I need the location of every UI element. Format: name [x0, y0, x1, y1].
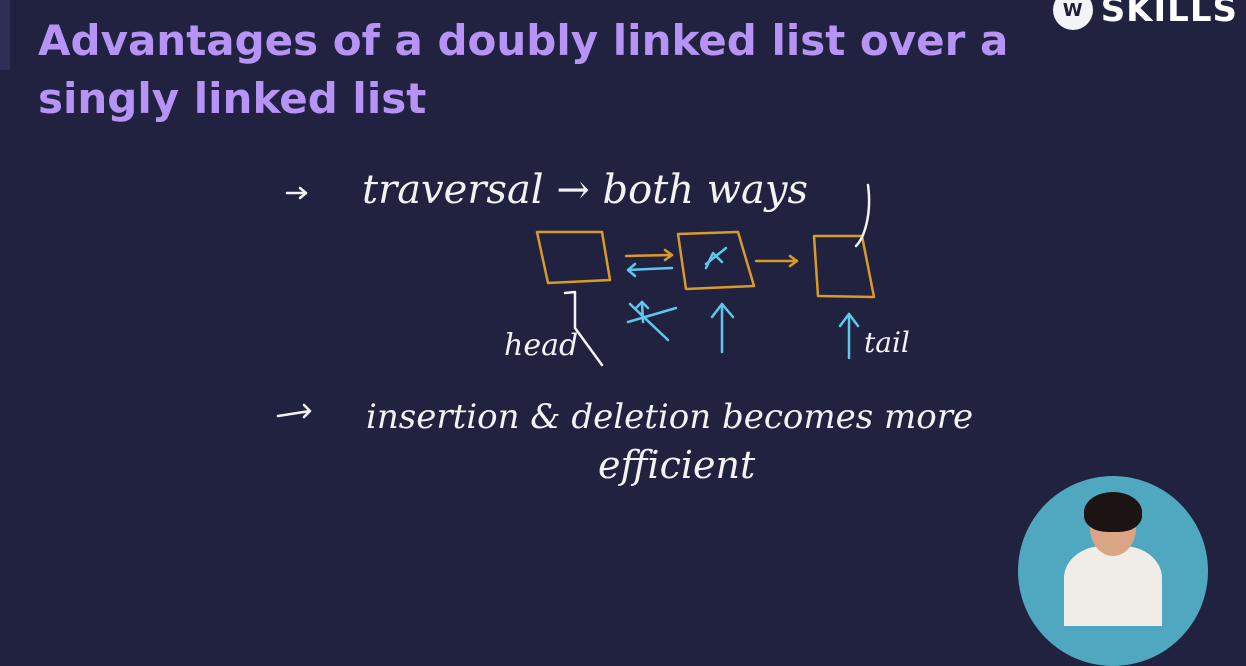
slide-title: Advantages of a doubly linked list over … — [38, 16, 1009, 123]
node-2-box — [676, 230, 756, 291]
forward-link-2-arrow-icon — [754, 254, 799, 268]
presenter-body — [1064, 546, 1162, 626]
bullet-2-text-line-2: efficient — [598, 443, 756, 487]
bullet-1-text: traversal → both ways — [362, 167, 808, 213]
current-node-arrow-icon — [710, 302, 735, 354]
crossed-arrow-icon — [626, 300, 678, 342]
node-2-mark-icon — [704, 246, 728, 270]
backward-link-arrow-icon — [626, 262, 674, 278]
whiteboard-canvas: traversal → both ways — [276, 167, 973, 487]
slide-edge-strip — [0, 0, 10, 70]
bullet-2-arrow-icon — [276, 403, 312, 419]
head-pointer-icon — [563, 290, 604, 367]
brand-name: SKILLS — [1100, 0, 1238, 30]
tail-pointer-arrow-icon — [838, 312, 860, 360]
brand: W SKILLS — [1052, 0, 1238, 30]
head-label: head — [504, 328, 578, 363]
presenter-hair — [1084, 492, 1142, 532]
bullet-2-text-line-1: insertion & deletion becomes more — [366, 397, 973, 437]
node-3-box — [812, 234, 876, 299]
bullet-1-arrow-icon — [285, 186, 308, 200]
ways-y-descender — [854, 183, 871, 248]
brand-logo-icon: W — [1052, 0, 1093, 30]
presenter-video-bubble — [1018, 476, 1208, 666]
forward-link-arrow-icon — [624, 248, 674, 262]
tail-label: tail — [864, 326, 910, 359]
node-1-box — [535, 230, 612, 285]
